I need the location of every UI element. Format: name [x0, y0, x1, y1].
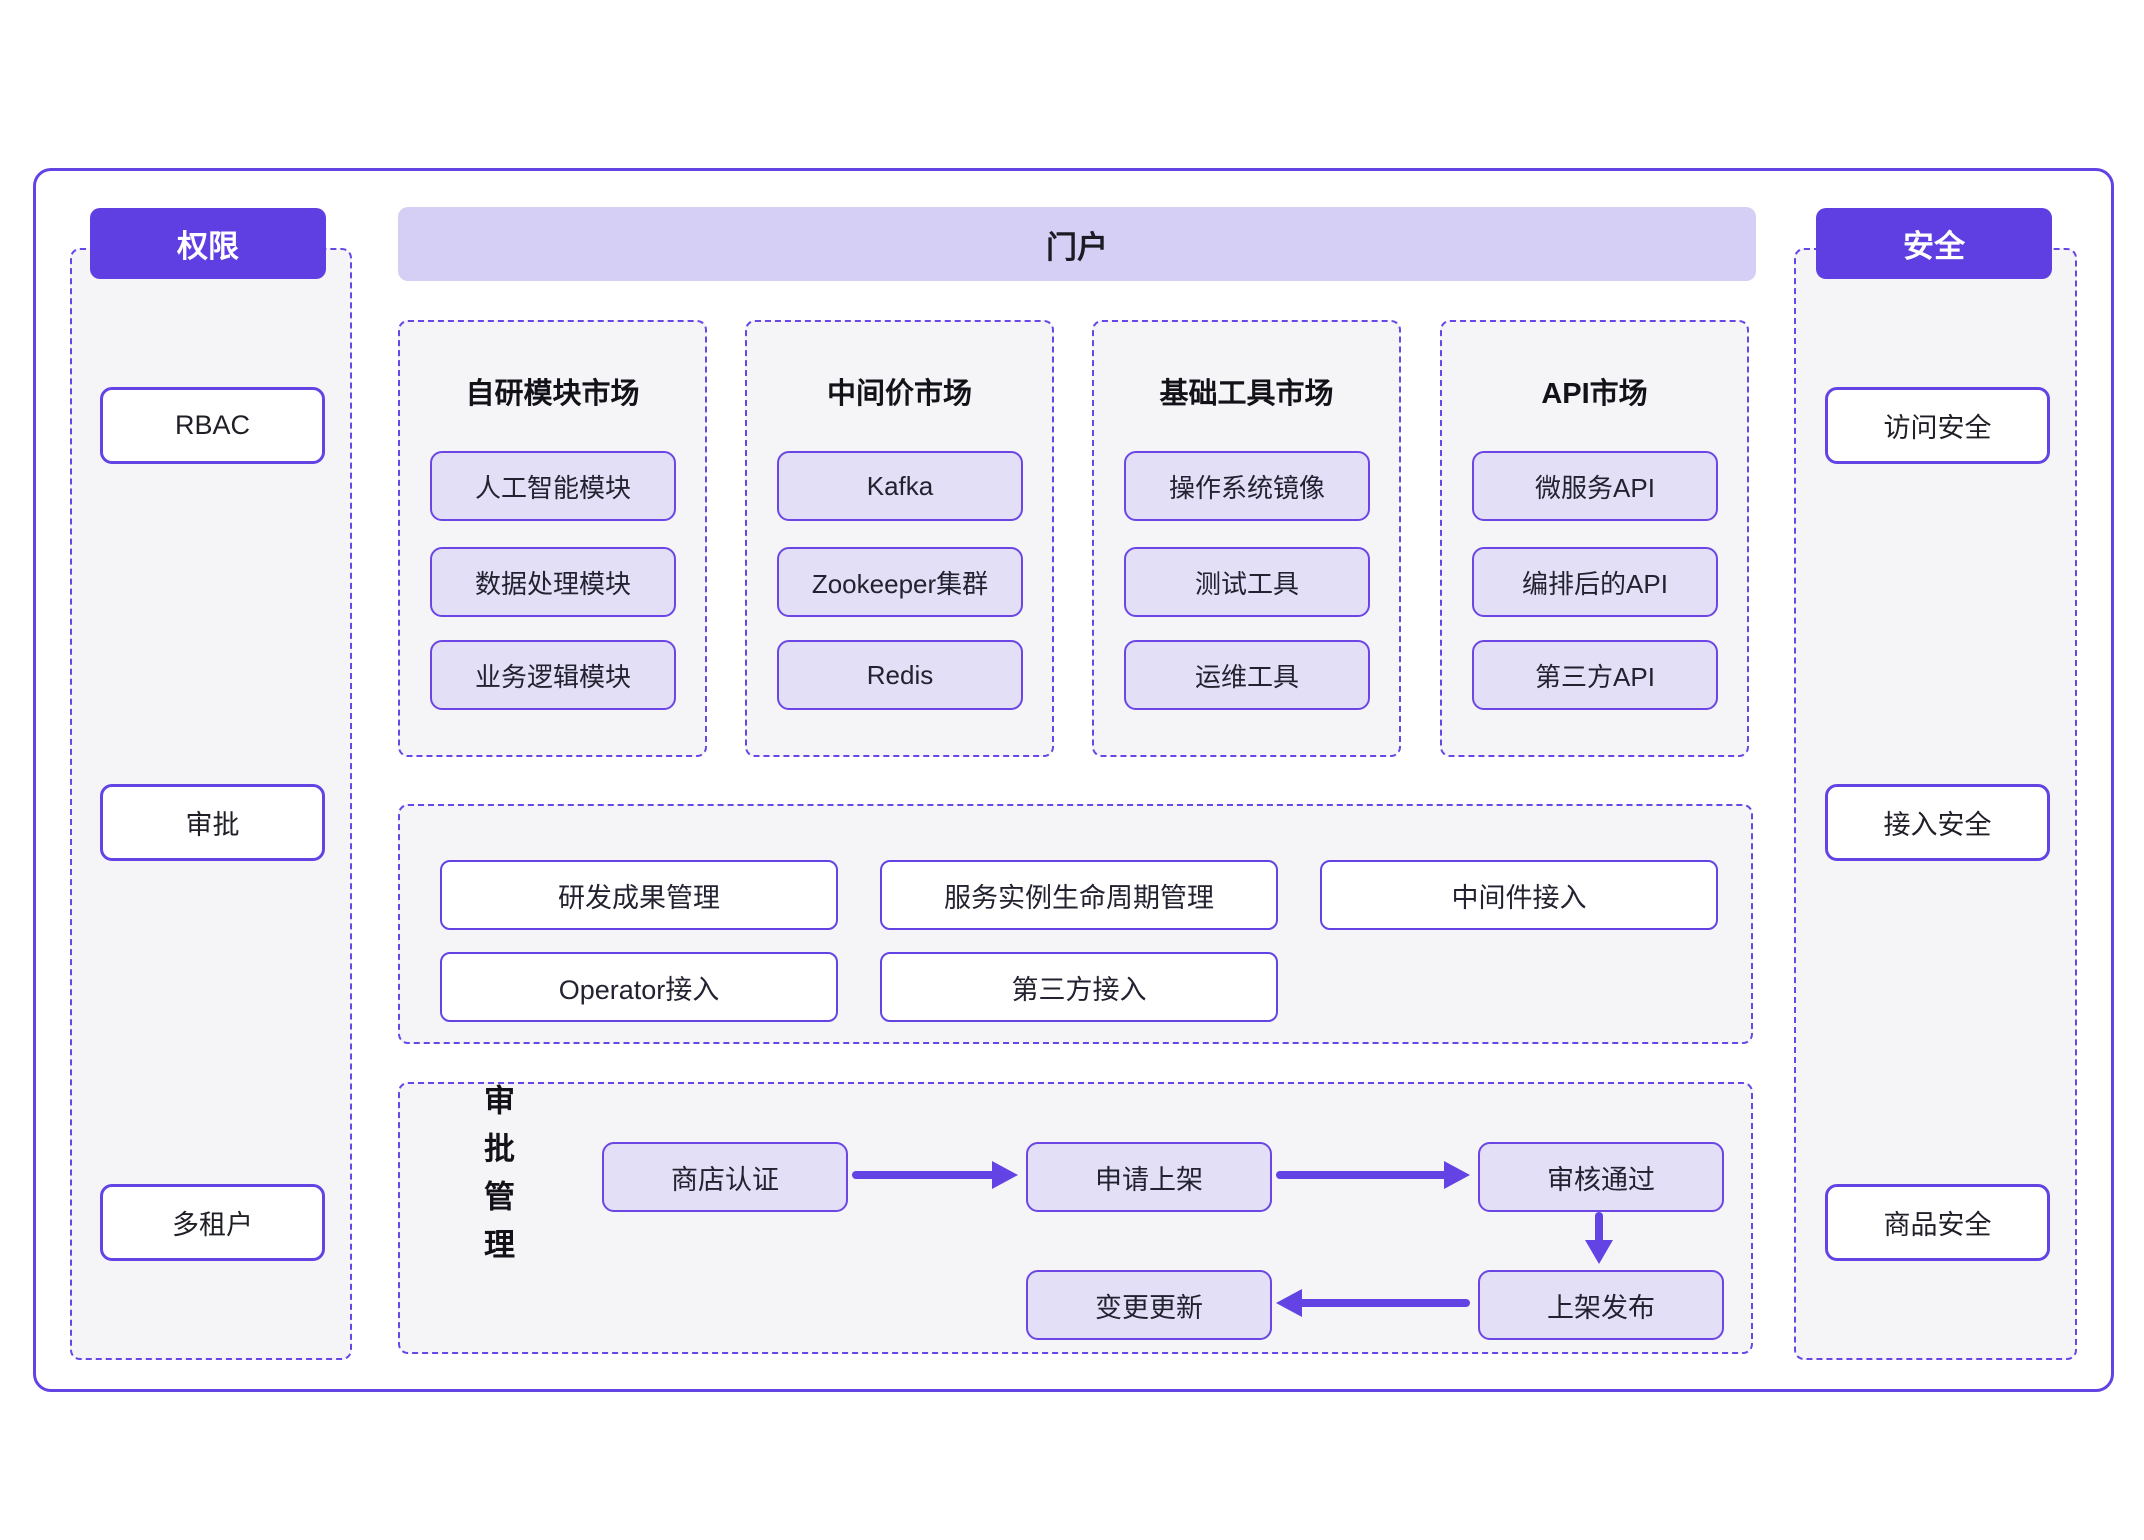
ingress-security-box: 接入安全: [1825, 784, 2050, 861]
arrow-left-icon: [1276, 1289, 1470, 1317]
approval-flow-label: 审批管理: [479, 1084, 514, 1276]
multi-tenant-box: 多租户: [100, 1184, 325, 1261]
market-column-self-developed-modules: 自研模块市场 人工智能模块 数据处理模块 业务逻辑模块: [398, 320, 707, 757]
market-item: 测试工具: [1124, 547, 1370, 617]
arrow-right-icon: [852, 1161, 1018, 1189]
market-item: 业务逻辑模块: [430, 640, 676, 710]
market-item: Redis: [777, 640, 1023, 710]
operator-access-box: Operator接入: [440, 952, 838, 1022]
market-column-middleware: 中间价市场 Kafka Zookeeper集群 Redis: [745, 320, 1054, 757]
flow-step-apply-listing: 申请上架: [1026, 1142, 1272, 1212]
permission-header: 权限: [90, 208, 326, 279]
market-item: 运维工具: [1124, 640, 1370, 710]
arrow-down-icon: [1585, 1212, 1613, 1264]
market-item: 第三方API: [1472, 640, 1718, 710]
market-item: 编排后的API: [1472, 547, 1718, 617]
market-column-basic-tools: 基础工具市场 操作系统镜像 测试工具 运维工具: [1092, 320, 1401, 757]
management-panel: 研发成果管理 服务实例生命周期管理 中间件接入 Operator接入 第三方接入: [398, 804, 1753, 1044]
access-security-box: 访问安全: [1825, 387, 2050, 464]
approval-flow-panel: 审批管理 商店认证 申请上架 审核通过 上架发布 变更更新: [398, 1082, 1753, 1354]
rbac-box: RBAC: [100, 387, 325, 464]
market-item: 数据处理模块: [430, 547, 676, 617]
market-column-api: API市场 微服务API 编排后的API 第三方API: [1440, 320, 1749, 757]
approval-box: 审批: [100, 784, 325, 861]
middleware-access-box: 中间件接入: [1320, 860, 1718, 930]
service-lifecycle-management-box: 服务实例生命周期管理: [880, 860, 1278, 930]
market-item: Zookeeper集群: [777, 547, 1023, 617]
flow-step-change-update: 变更更新: [1026, 1270, 1272, 1340]
flow-step-review-passed: 审核通过: [1478, 1142, 1724, 1212]
market-title: API市场: [1541, 378, 1648, 410]
security-header: 安全: [1816, 208, 2052, 279]
market-item: Kafka: [777, 451, 1023, 521]
product-security-box: 商品安全: [1825, 1184, 2050, 1261]
market-item: 微服务API: [1472, 451, 1718, 521]
market-item: 人工智能模块: [430, 451, 676, 521]
flow-step-listing-published: 上架发布: [1478, 1270, 1724, 1340]
arrow-right-icon: [1276, 1161, 1470, 1189]
market-title: 中间价市场: [826, 378, 972, 410]
market-title: 基础工具市场: [1159, 378, 1334, 410]
flow-step-store-certification: 商店认证: [602, 1142, 848, 1212]
market-title: 自研模块市场: [465, 378, 640, 410]
market-item: 操作系统镜像: [1124, 451, 1370, 521]
portal-header: 门户: [398, 207, 1756, 281]
rd-results-management-box: 研发成果管理: [440, 860, 838, 930]
third-party-access-box: 第三方接入: [880, 952, 1278, 1022]
